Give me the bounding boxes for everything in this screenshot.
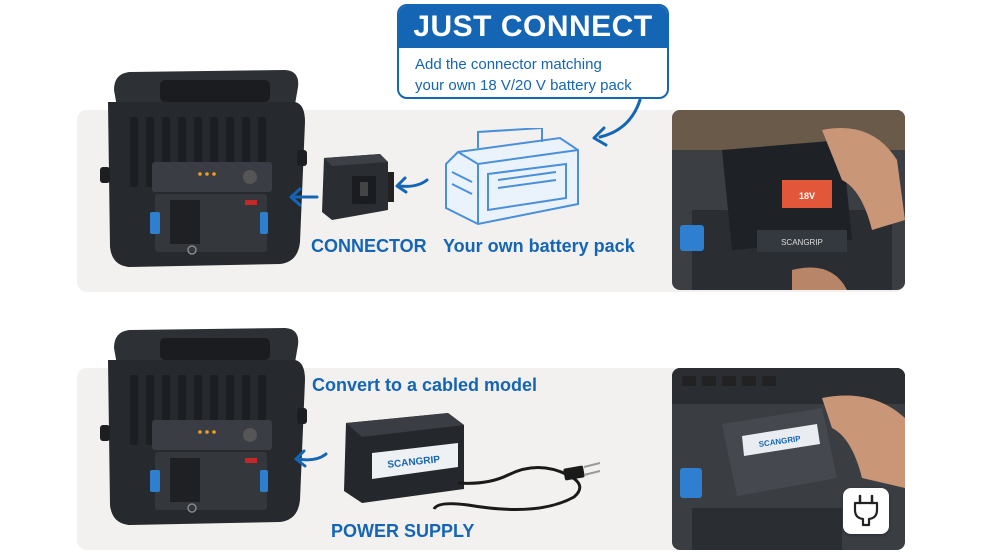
work-light-device-top [100,70,307,267]
power-supply-label: POWER SUPPLY [331,521,475,541]
callout-line-1: Add the connector matching [415,56,602,73]
work-light-device-bottom [100,328,307,525]
battery-pack-outline [445,128,579,226]
arrow-left-icon-3 [294,449,328,468]
callout-line-2: your own 18 V/20 V battery pack [415,77,632,94]
arrow-left-icon [289,187,319,207]
convert-label: Convert to a cabled model [312,375,538,395]
brand-mark: SCANGRIP [781,238,823,247]
callout-arrow-icon [592,98,642,147]
plug-icon [853,494,879,527]
photo-battery-insert: 18V SCANGRIP [672,110,905,290]
connector-part [322,154,394,220]
plug-badge [843,488,889,534]
callout-title: JUST CONNECT [399,6,667,48]
just-connect-callout: JUST CONNECT Add the connector matching … [397,4,669,99]
svg-text:18V: 18V [799,191,815,201]
battery-pack-label: Your own battery pack [443,236,635,256]
connector-label: CONNECTOR [311,236,427,256]
arrow-left-icon-2 [395,176,429,194]
power-supply-unit: SCANGRIP [344,413,601,511]
